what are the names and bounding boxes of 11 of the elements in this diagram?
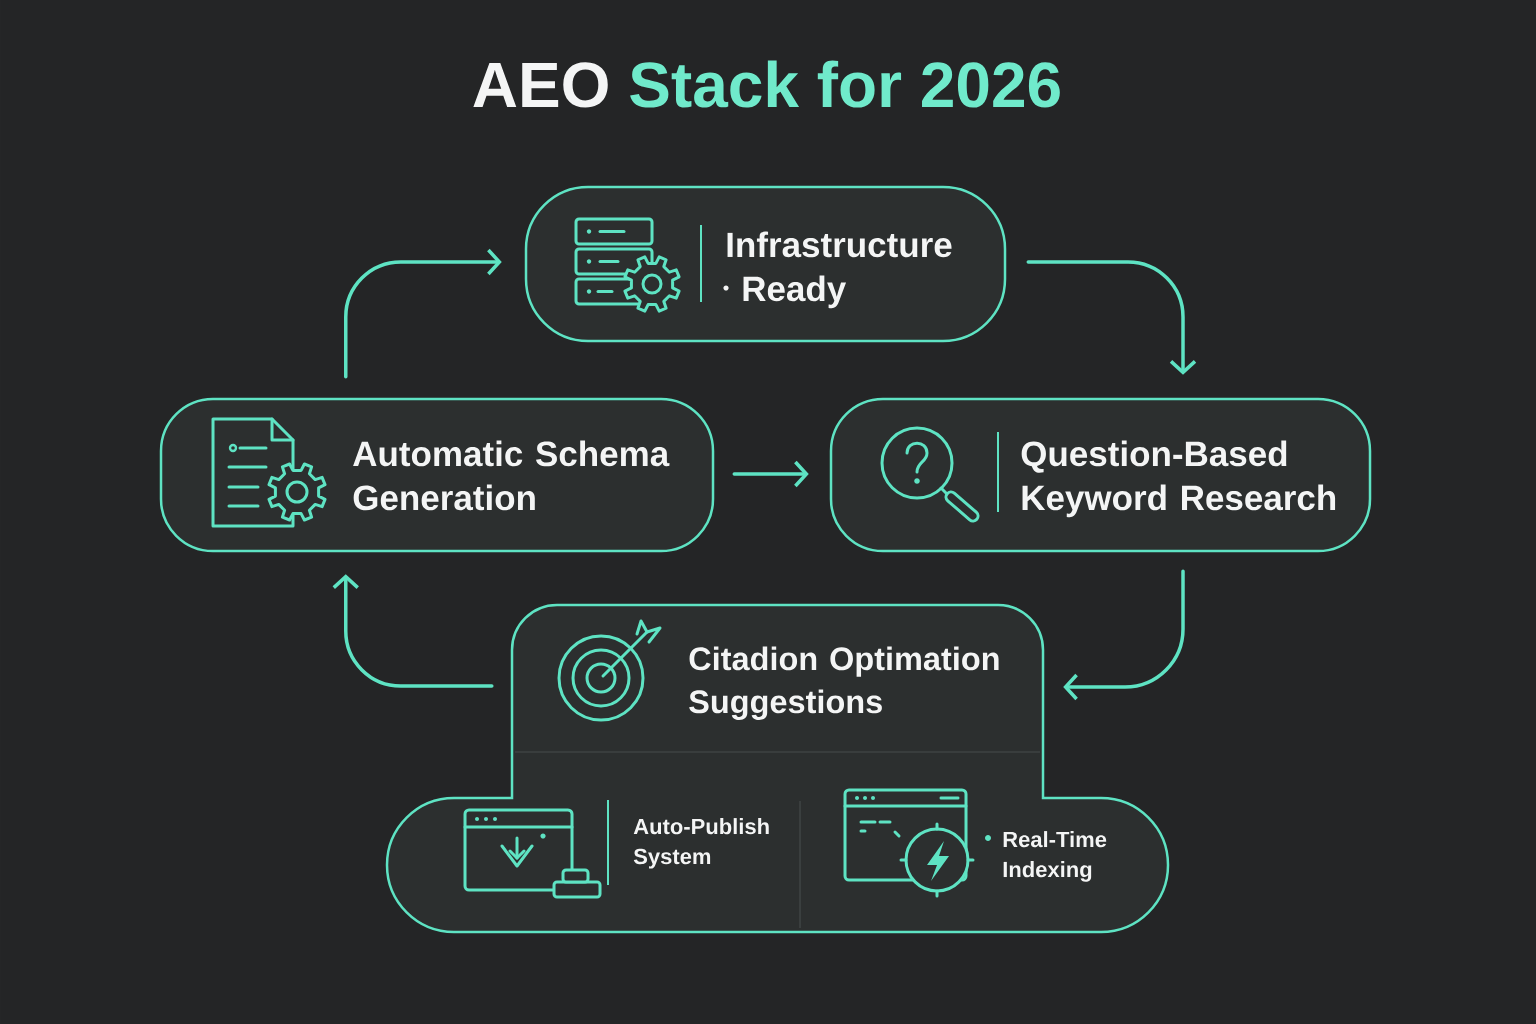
step-label: Auto-Publish System <box>633 818 769 869</box>
arrow <box>1063 569 1185 701</box>
step-box: Infrastructure Ready <box>524 185 1007 343</box>
step-box: Question-Based Keyword Research <box>829 397 1372 553</box>
arrow <box>1026 260 1197 375</box>
step-label: Real-Time Indexing <box>1003 831 1107 882</box>
arrow <box>732 460 809 488</box>
title: AEO Stack for 2026 <box>473 60 1060 108</box>
arrow <box>332 574 494 688</box>
arrow <box>344 248 502 379</box>
step-box: Automatic Schema Generation <box>159 397 715 553</box>
